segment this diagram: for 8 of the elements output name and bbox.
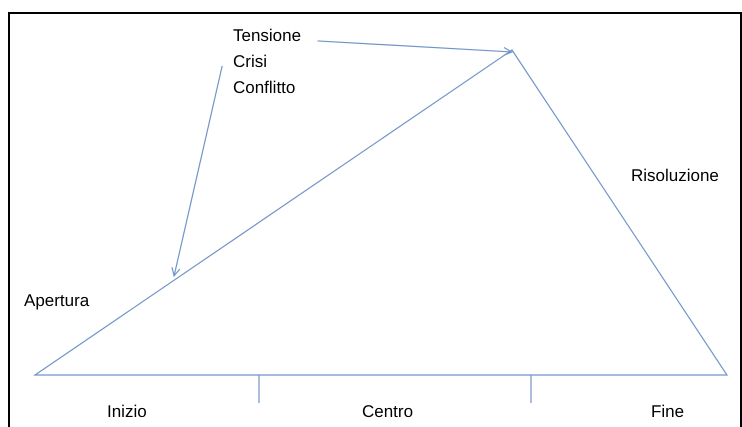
arrow [318,40,512,56]
stage-label: Risoluzione [631,165,719,187]
arrow [171,66,223,276]
section-label: Fine [651,401,684,423]
stage-label: Apertura [24,290,90,312]
section-label: Centro [362,401,414,423]
text-label: Tensione Crisi Conflitto [233,23,323,101]
section-label: Inizio [107,401,147,423]
